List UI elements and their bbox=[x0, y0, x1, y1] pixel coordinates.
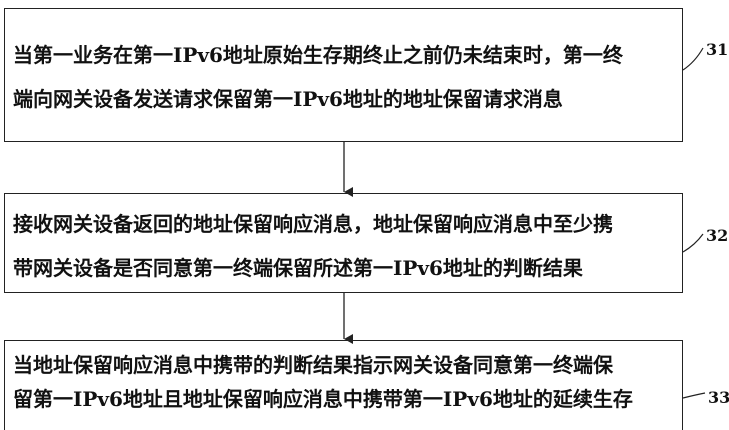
step-32-line-2: 带网关设备是否同意第一终端保留所述第一IPv6地址的判断结果 bbox=[13, 256, 583, 280]
step-31-line-1: 当第一业务在第一IPv6地址原始生存期终止之前仍未结束时，第一终 bbox=[13, 43, 623, 67]
leader-31 bbox=[682, 47, 704, 71]
step-label-31: 31 bbox=[706, 40, 729, 59]
flow-connectors bbox=[343, 47, 706, 399]
step-31-line-2: 端向网关设备发送请求保留第一IPv6地址的地址保留请求消息 bbox=[13, 87, 563, 111]
step-box-32: 接收网关设备返回的地址保留响应消息，地址保留响应消息中至少携 带网关设备是否同意… bbox=[4, 193, 683, 293]
step-33-line-1: 当地址保留响应消息中携带的判断结果指示网关设备同意第一终端保 bbox=[13, 353, 613, 377]
step-label-32: 32 bbox=[706, 226, 729, 245]
step-31-line-1: 接收网关设备返回的地址保留响应消息，地址保留响应消息中至少携 bbox=[13, 212, 613, 236]
leader-33 bbox=[682, 392, 706, 399]
step-box-31: 当第一业务在第一IPv6地址原始生存期终止之前仍未结束时，第一终 端向网关设备发… bbox=[4, 8, 683, 142]
leader-32 bbox=[682, 233, 704, 253]
